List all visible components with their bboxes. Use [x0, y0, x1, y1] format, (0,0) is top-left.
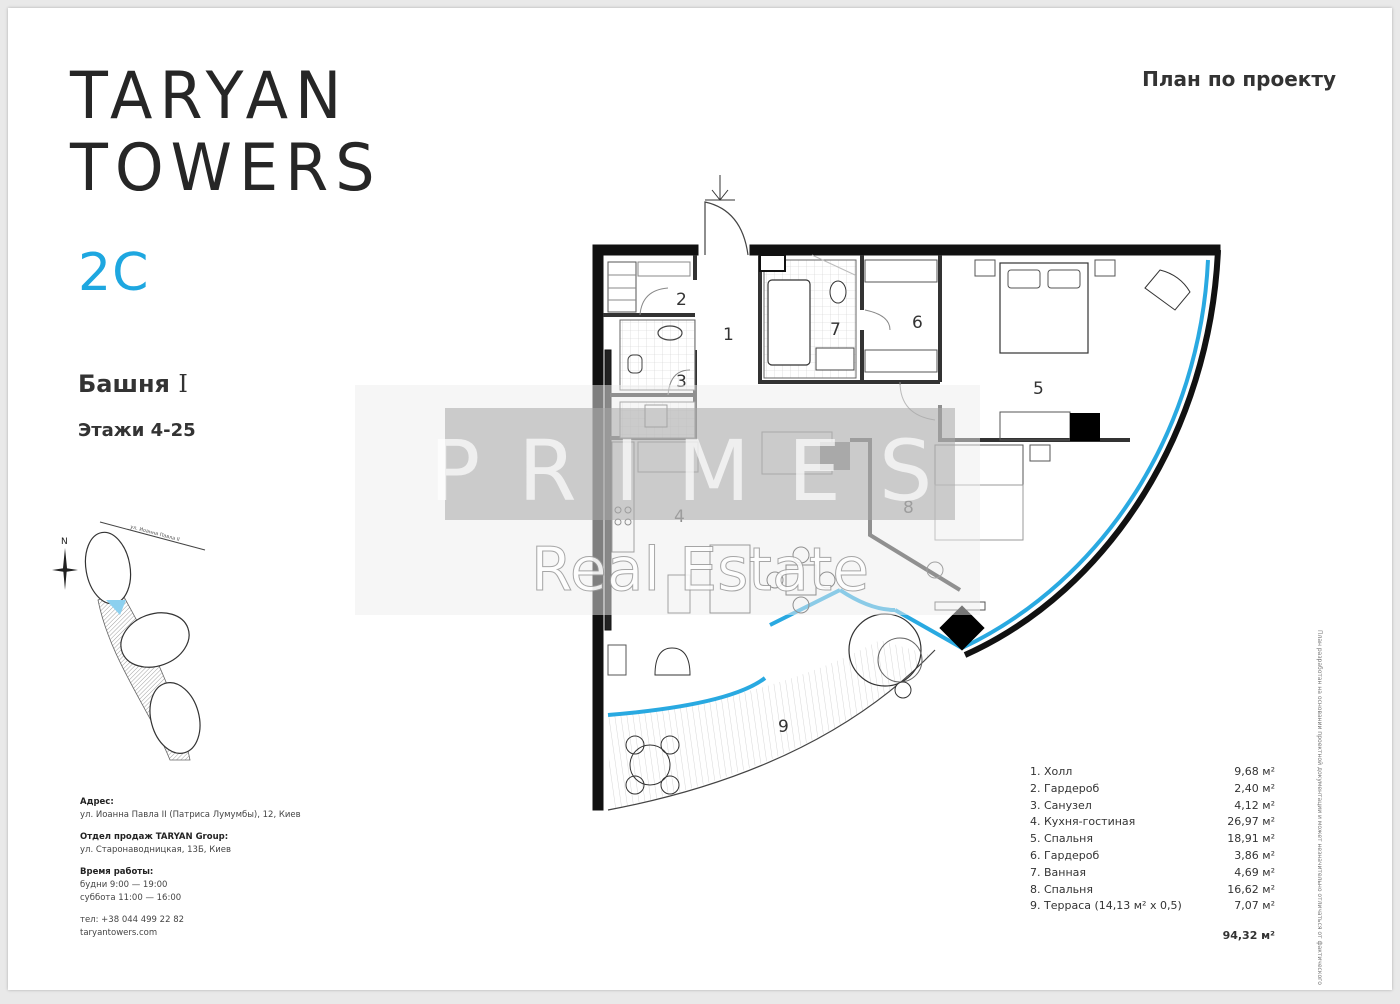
curved-facade-wall [963, 249, 1221, 658]
bedroom-5-furniture [899, 259, 1191, 441]
disclaimer-note: План разработан на основании проектной д… [1316, 630, 1328, 985]
street-label: ул. Иоанна Павла II [129, 524, 180, 543]
apartment-floor-plan: 1 2 3 4 5 6 7 8 9 PRIMES Real Estate [355, 175, 1221, 811]
toilet-icon [829, 280, 847, 304]
sales-label: Отдел продаж TARYAN Group: [80, 832, 229, 842]
area-value: 26,97 м² [1227, 815, 1275, 829]
area-table: 1. Холл 9,68 м² 2. Гардероб 2,40 м² 3. Сан… [1030, 764, 1275, 942]
bathroom-7-fixtures [759, 254, 857, 379]
area-value: 2,40 м² [1234, 781, 1275, 795]
living-glass [607, 676, 767, 717]
area-room-name: 6. Гардероб [1030, 848, 1100, 862]
area-row: 3. Санузел 4,12 м² [1030, 798, 1275, 815]
area-row: 2. Гардероб 2,40 м² [1030, 781, 1275, 798]
terrace-furniture [625, 613, 923, 795]
site-map: ул. Иоанна Павла II N [52, 521, 206, 761]
street-line [99, 521, 206, 551]
area-value: 4,69 м² [1234, 865, 1275, 879]
room-label-1: 1 [723, 325, 734, 345]
total-area: 94,32 м² [1222, 929, 1275, 943]
address-label: Адрес: [80, 797, 114, 807]
phone-number: тел: +38 044 499 22 82 [80, 915, 185, 925]
wardrobe-6-furniture [864, 259, 938, 373]
room-label-2: 2 [676, 290, 687, 310]
brand-line-2: TOWERS [70, 129, 382, 206]
curved-glass-facade [961, 259, 1210, 650]
wardrobe-2-furniture [607, 261, 691, 316]
terrace-deck [608, 640, 930, 810]
toilet-icon [627, 354, 643, 374]
hours-weekdays: будни 9:00 — 19:00 [80, 880, 168, 890]
vanity-sink-icon [815, 347, 855, 371]
brand-line-1: TARYAN [70, 57, 349, 134]
brand-logo: TARYAN TOWERS [70, 57, 382, 206]
area-value: 4,12 м² [1234, 798, 1275, 812]
area-row: 1. Холл 9,68 м² [1030, 764, 1275, 781]
washbasin-icon [657, 325, 683, 341]
disclaimer-text: План разработан на основании проектной д… [1316, 630, 1323, 985]
area-room-name: 7. Ванная [1030, 865, 1087, 879]
room-label-5: 5 [1033, 379, 1044, 399]
sales-address: ул. Старонаводницкая, 13Б, Киев [80, 845, 231, 855]
area-row: 7. Ванная 4,69 м² [1030, 865, 1275, 882]
tower-1-footprint [84, 531, 132, 605]
address-value: ул. Иоанна Павла II (Патриса Лумумбы), 1… [80, 810, 301, 820]
armchair-icon [1144, 269, 1191, 311]
area-value: 9,68 м² [1234, 765, 1275, 778]
double-bed-icon [999, 262, 1089, 354]
area-room-name: 9. Терраса (14,13 м² х 0,5) [1030, 899, 1182, 913]
plan-title: План по проекту [1142, 67, 1336, 91]
north-label: N [61, 537, 68, 547]
area-row: 5. Спальня 18,91 м² [1030, 831, 1275, 848]
compass-icon: N [52, 537, 78, 590]
tower-word: Башня [78, 370, 170, 398]
hours-label: Время работы: [80, 867, 154, 877]
area-row: 4. Кухня-гостиная 26,97 м² [1030, 814, 1275, 831]
tower-number: I [178, 370, 188, 398]
area-room-name: 4. Кухня-гостиная [1030, 815, 1136, 829]
watermark-logo-text: PRIMES [430, 422, 971, 520]
tower-label: Башня I [78, 370, 188, 398]
terrace-edge [607, 649, 936, 811]
room-label-9: 9 [778, 717, 789, 737]
area-room-name: 1. Холл [1030, 765, 1073, 778]
area-value: 3,86 м² [1234, 848, 1275, 862]
area-value: 7,07 м² [1234, 899, 1275, 913]
entrance-door [704, 175, 749, 256]
room-label-7: 7 [830, 320, 841, 340]
floors-label: Этажи 4-25 [78, 420, 196, 441]
tower-3-footprint [149, 682, 201, 754]
website: taryantowers.com [80, 928, 158, 938]
watermark: PRIMES Real Estate [355, 385, 980, 615]
apartment-code: 2C [78, 243, 150, 303]
watermark-subtitle: Real Estate [531, 535, 869, 605]
area-room-name: 2. Гардероб [1030, 781, 1100, 795]
entrance-arrow-icon [705, 175, 735, 201]
armchair-icon [654, 647, 691, 676]
bathtub-icon [767, 279, 811, 366]
hours-saturday: суббота 11:00 — 16:00 [80, 893, 182, 903]
room-label-3: 3 [676, 372, 687, 392]
terrace-table-icon [629, 744, 671, 786]
area-row: 9. Терраса (14,13 м² х 0,5) 7,07 м² [1030, 898, 1275, 915]
tv-console-icon [999, 411, 1071, 441]
area-value: 16,62 м² [1227, 882, 1275, 896]
contact-info: Адрес: ул. Иоанна Павла II (Патриса Луму… [80, 796, 301, 940]
area-room-name: 3. Санузел [1030, 798, 1092, 812]
area-room-name: 8. Спальня [1030, 882, 1093, 896]
tower-2-footprint [120, 612, 190, 668]
room-label-6: 6 [912, 313, 923, 333]
area-row: 6. Гардероб 3,86 м² [1030, 848, 1275, 865]
area-row: 8. Спальня 16,62 м² [1030, 882, 1275, 899]
area-value: 18,91 м² [1227, 832, 1275, 846]
area-room-name: 5. Спальня [1030, 832, 1093, 846]
